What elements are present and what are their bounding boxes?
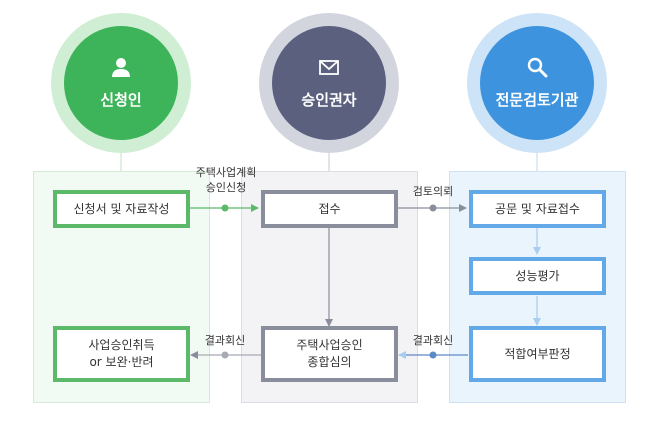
result-reply-right-label: 결과회신 xyxy=(412,334,454,347)
application-text: 신청서 및 자료작성 xyxy=(73,201,170,216)
applicant-circle: 신청인 xyxy=(51,13,191,153)
suitability-text: 적합여부판정 xyxy=(504,346,571,361)
approver-circle: 승인권자 xyxy=(259,13,399,153)
application-box: 신청서 및 자료작성 xyxy=(53,190,190,228)
magnifier-icon xyxy=(480,56,594,78)
envelope-icon xyxy=(272,56,386,78)
receipt-text: 접수 xyxy=(318,201,341,216)
receipt-box: 접수 xyxy=(261,190,398,228)
deliberation-text-line1: 주택사업승인 xyxy=(296,338,363,352)
cancellation-text-line2: or 보완·반려 xyxy=(89,355,154,369)
apply-edge-label-line1: 주택사업계획 xyxy=(195,166,257,179)
person-icon xyxy=(64,56,178,78)
result-reply-right-dot xyxy=(429,351,437,359)
result-reply-left-dot xyxy=(221,351,229,359)
document-receipt-box: 공문 및 자료접수 xyxy=(469,190,606,228)
applicant-label: 신청인 xyxy=(100,91,142,109)
reviewer-circle: 전문검토기관 xyxy=(467,13,607,153)
deliberation-text-line2: 종합심의 xyxy=(307,355,352,369)
approver-label: 승인권자 xyxy=(301,91,357,109)
performance-eval-text: 성능평가 xyxy=(515,268,560,283)
cancellation-text-line1: 사업승인취득 xyxy=(88,338,155,352)
result-reply-left-label: 결과회신 xyxy=(204,334,246,347)
cancellation-box: 사업승인취득 or 보완·반려 xyxy=(53,326,190,382)
suitability-box: 적합여부판정 xyxy=(469,326,606,382)
review-request-dot xyxy=(429,204,437,212)
review-request-label: 검토의뢰 xyxy=(412,185,454,198)
apply-edge-label: 주택사업계획 승인신청 xyxy=(186,165,266,195)
apply-edge-label-line2: 승인신청 xyxy=(205,181,247,194)
deliberation-box: 주택사업승인 종합심의 xyxy=(261,326,398,382)
document-receipt-text: 공문 및 자료접수 xyxy=(495,201,580,216)
reviewer-label: 전문검토기관 xyxy=(495,91,579,109)
apply-dot xyxy=(221,204,229,212)
performance-eval-box: 성능평가 xyxy=(469,257,606,295)
